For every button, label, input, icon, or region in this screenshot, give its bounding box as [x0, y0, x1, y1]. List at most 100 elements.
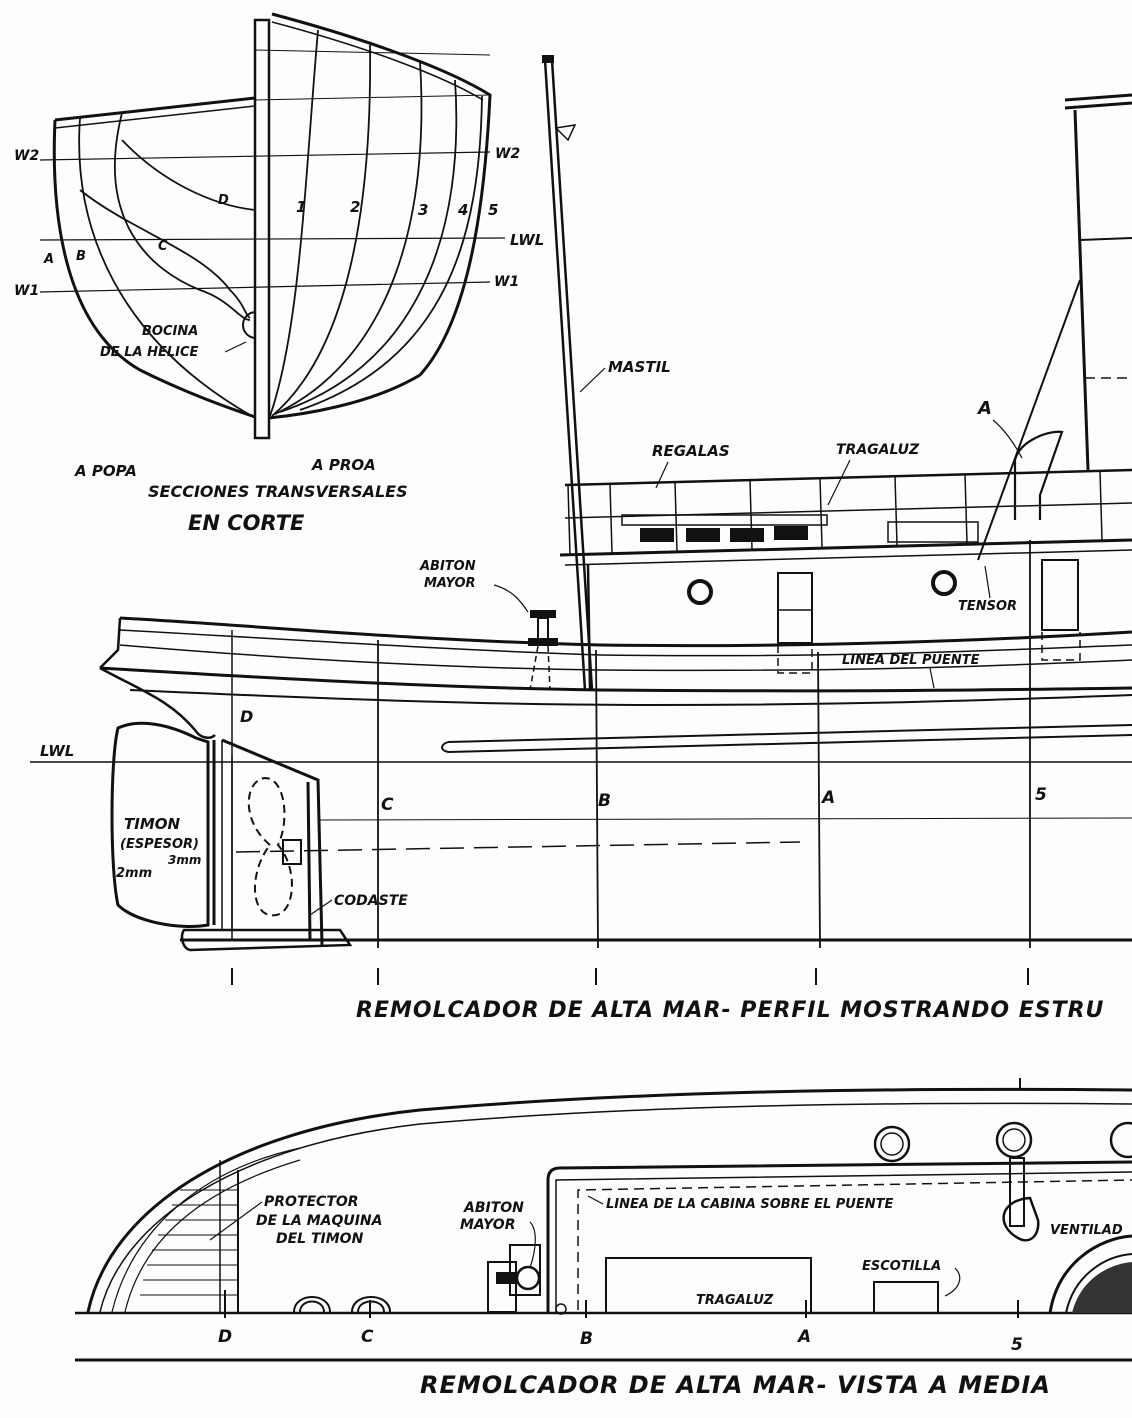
- funnel: [1064, 93, 1132, 471]
- station-c-plan: C: [361, 1327, 374, 1347]
- porthole: [687, 579, 713, 605]
- rudder: [110, 721, 210, 928]
- label-a-popa: A POPA: [74, 462, 137, 480]
- plan-view: PROTECTOR DE LA MAQUINA DEL TIMON ABITON…: [75, 1078, 1132, 1399]
- label-w2-left: W2: [14, 148, 39, 164]
- station-5-profile: 5: [1035, 785, 1047, 805]
- station-label-c: C: [158, 239, 168, 254]
- station-label-b: B: [76, 249, 86, 264]
- label-tensor: TENSOR: [958, 599, 1017, 614]
- label-de-la-helice: DE LA HELICE: [100, 345, 198, 360]
- station-label-a: A: [43, 252, 54, 267]
- transverse-sections: W2 W2 W1 W1 LWL A B C D 1 2 3 4 5 BOCINA…: [14, 12, 544, 535]
- label-abiton-plan: ABITON: [463, 1200, 524, 1216]
- label-tragaluz-plan: TRAGALUZ: [696, 1293, 774, 1308]
- tensor-stay: [977, 279, 1081, 561]
- station-5-plan: 5: [1011, 1335, 1023, 1355]
- ventilator-cowl: [1013, 430, 1064, 520]
- mast: [543, 59, 594, 691]
- station-a-profile: A: [820, 788, 835, 808]
- profile-view: MASTIL REGALAS TRAGALUZ A ABITON MAYOR T…: [30, 55, 1132, 1023]
- label-d-profile: D: [240, 707, 253, 726]
- plan-caption: REMOLCADOR DE ALTA MAR- VISTA A MEDIA: [420, 1371, 1051, 1399]
- centerline-post: [253, 18, 271, 440]
- label-del-timon: DEL TIMON: [276, 1231, 364, 1247]
- waterline-w1: [39, 281, 491, 293]
- escotilla-hatch: [873, 1281, 939, 1314]
- waterline-w2: [39, 151, 491, 161]
- station-label-3: 3: [418, 201, 428, 219]
- sections-subtitle: EN CORTE: [188, 511, 305, 535]
- cabin-outline: [546, 1160, 1132, 1312]
- label-callout-a: A: [976, 398, 992, 419]
- rubbing-strake: [441, 724, 1132, 753]
- fwd-station-5: [299, 95, 483, 411]
- profile-caption: REMOLCADOR DE ALTA MAR- PERFIL MOSTRANDO…: [356, 998, 1104, 1023]
- station-b-profile: B: [598, 791, 611, 811]
- codaste-sternpost: [221, 738, 324, 946]
- deckhouse-door: [1041, 559, 1079, 631]
- fwd-half-outline: [267, 12, 492, 420]
- label-a-proa: A PROA: [311, 456, 376, 474]
- label-2mm: 2mm: [116, 866, 152, 881]
- plan-hull-outline: [86, 1087, 1132, 1313]
- skylight: [621, 514, 979, 543]
- label-mastil: MASTIL: [608, 358, 671, 376]
- regalas-railing: [559, 468, 1132, 566]
- fwd-station-4: [279, 79, 458, 413]
- aft-station-a: [78, 117, 251, 416]
- abiton-mayor-plan: [487, 1244, 541, 1313]
- label-abiton: ABITON: [419, 559, 476, 574]
- label-tragaluz-profile: TRAGALUZ: [836, 442, 920, 458]
- label-escotilla: ESCOTILLA: [862, 1259, 941, 1274]
- label-w1-left: W1: [14, 283, 39, 299]
- porthole-plan: [1109, 1121, 1132, 1159]
- fwd-station-2: [271, 44, 372, 417]
- aft-station-c: [79, 189, 251, 319]
- station-c-profile: C: [381, 795, 394, 815]
- label-mayor: MAYOR: [424, 576, 476, 591]
- label-espesor: (ESPESOR): [120, 837, 199, 852]
- tragaluz-plan: [605, 1257, 812, 1314]
- label-mayor-plan: MAYOR: [460, 1217, 515, 1233]
- station-label-2: 2: [350, 198, 360, 216]
- hull-outline: [99, 616, 1132, 942]
- aft-half-outline: [52, 96, 259, 420]
- station-label-5: 5: [488, 201, 498, 219]
- label-lwl-profile: LWL: [40, 742, 74, 760]
- porthole-plan: [995, 1121, 1033, 1159]
- aft-station-b: [113, 112, 251, 321]
- label-timon: TIMON: [124, 815, 180, 833]
- waterline-lwl: [39, 237, 506, 241]
- station-d-plan: D: [218, 1327, 232, 1347]
- label-codaste: CODASTE: [334, 893, 408, 909]
- label-w1-right: W1: [494, 274, 519, 290]
- station-label-4: 4: [457, 201, 468, 219]
- label-ventilad: VENTILAD: [1050, 1223, 1123, 1238]
- label-linea-del-puente: LINEA DEL PUENTE: [842, 653, 980, 668]
- porthole-plan: [873, 1125, 911, 1163]
- fwd-station-3: [274, 61, 423, 415]
- sections-title: SECCIONES TRANSVERSALES: [148, 482, 408, 501]
- station-label-1: 1: [296, 198, 306, 216]
- label-lwl-sections: LWL: [510, 231, 544, 249]
- deckhouse-door: [777, 572, 813, 644]
- abiton-mayor-bitt: [528, 610, 558, 691]
- aft-station-d: [121, 139, 256, 211]
- ventilator-plan: [1002, 1157, 1040, 1242]
- engine-skylight: [1048, 1234, 1132, 1314]
- bollard: [293, 1296, 331, 1313]
- fwd-station-1: [269, 29, 319, 417]
- station-b-plan: B: [580, 1329, 593, 1349]
- label-w2-right: W2: [495, 146, 520, 162]
- label-de-la-maquina: DE LA MAQUINA: [256, 1213, 383, 1229]
- station-label-d: D: [218, 193, 229, 208]
- protector-grating: [140, 1160, 239, 1312]
- label-3mm: 3mm: [168, 853, 201, 867]
- station-a-plan: A: [796, 1327, 811, 1347]
- porthole: [931, 570, 957, 596]
- label-bocina: BOCINA: [142, 324, 198, 339]
- label-regalas: REGALAS: [652, 442, 730, 460]
